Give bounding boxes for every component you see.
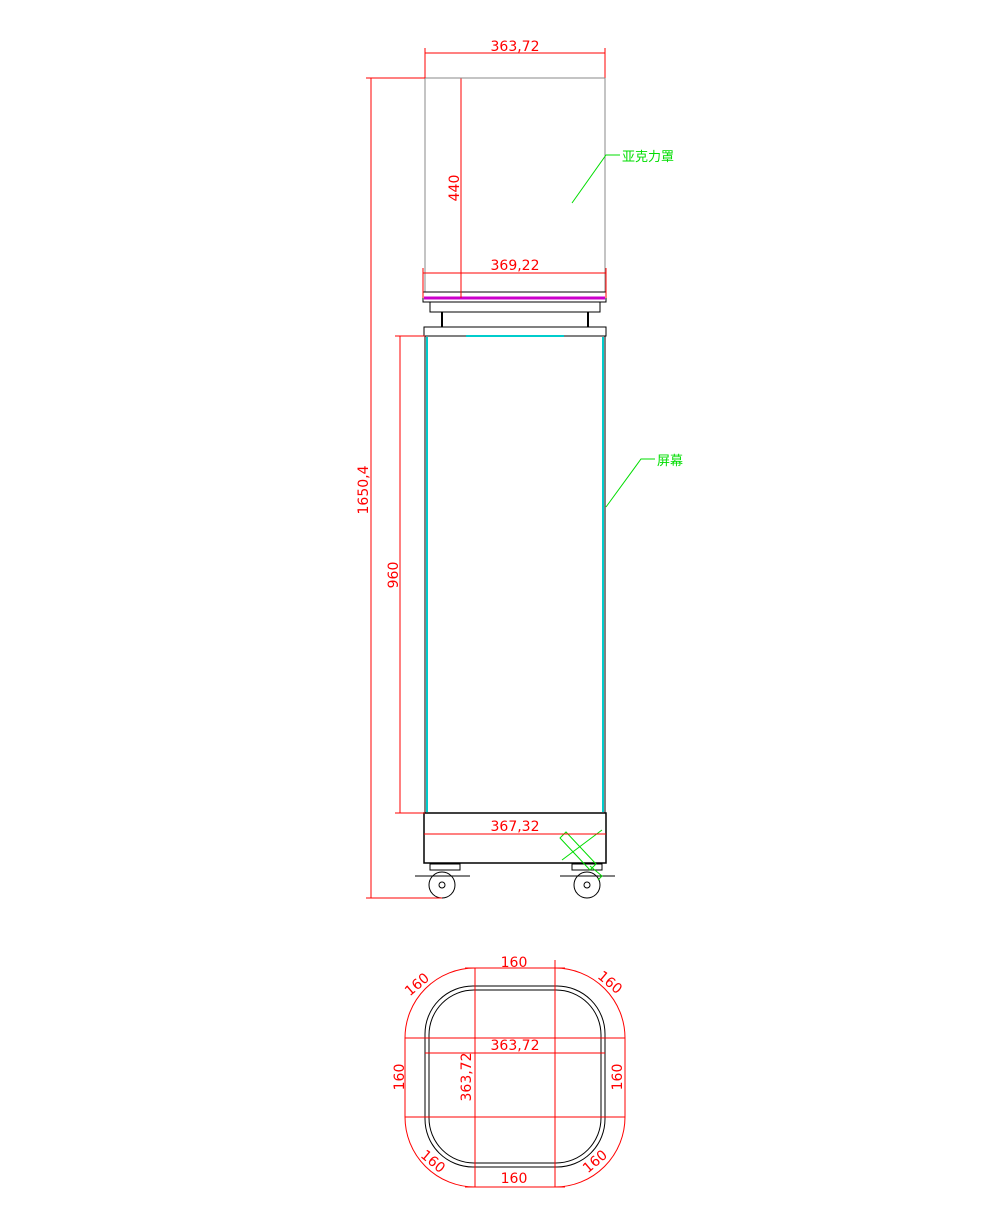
dim-total-height: 1650,4 bbox=[356, 465, 372, 514]
dim-right-edge: 160 bbox=[610, 1064, 626, 1091]
dim-corner-tl: 160 bbox=[402, 970, 433, 999]
front-view: 363,72 440 369,22 1650,4 960 367,32 亚克力罩… bbox=[356, 39, 683, 899]
dim-width: 363,72 bbox=[491, 1038, 540, 1054]
dim-cover-height: 440 bbox=[447, 175, 463, 202]
dim-corner-bl: 160 bbox=[417, 1147, 448, 1176]
dim-base-width: 369,22 bbox=[491, 258, 540, 274]
dim-top-edge: 160 bbox=[501, 955, 528, 971]
dim-top-width: 363,72 bbox=[491, 39, 540, 55]
dim-corner-br: 160 bbox=[580, 1147, 611, 1176]
label-screen: 屏幕 bbox=[657, 454, 683, 469]
dim-screen-height: 960 bbox=[386, 562, 402, 589]
neck-plate bbox=[429, 301, 601, 313]
plan-view: 160 160 363,72 363,72 160 160 160 160 16… bbox=[392, 955, 626, 1188]
caster-left bbox=[415, 863, 470, 899]
dim-depth: 363,72 bbox=[459, 1053, 475, 1102]
dim-bottom-edge: 160 bbox=[501, 1171, 528, 1187]
dim-corner-tr: 160 bbox=[594, 968, 625, 997]
top-cap bbox=[423, 326, 607, 337]
caster-right bbox=[560, 863, 615, 899]
dim-bottom-width: 367,32 bbox=[491, 819, 540, 835]
power-plug-icon bbox=[559, 829, 603, 881]
screen-body bbox=[424, 335, 606, 814]
label-acrylic-cover: 亚克力罩 bbox=[622, 150, 674, 165]
dim-left-edge: 160 bbox=[392, 1064, 408, 1091]
bottom-base bbox=[423, 812, 607, 864]
